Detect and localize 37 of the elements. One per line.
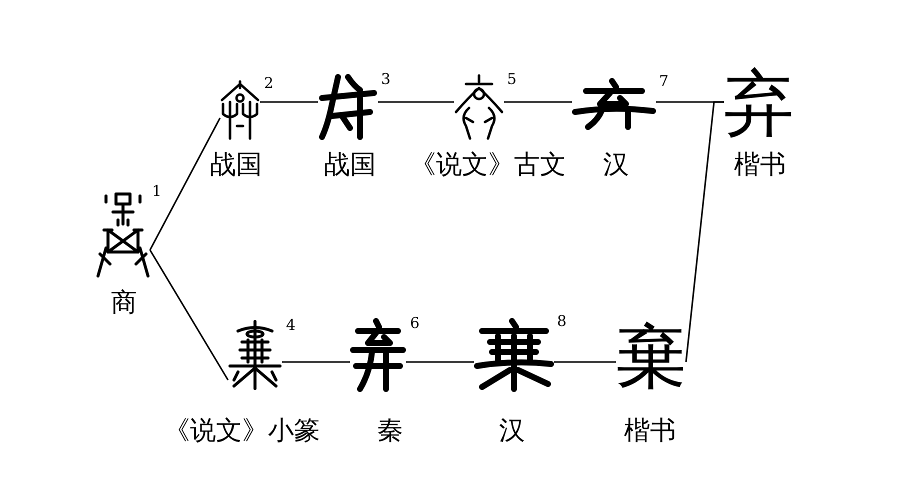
- glyph-drawing: [96, 192, 150, 278]
- glyph-drawing: [454, 74, 504, 140]
- connector-line: [378, 101, 454, 103]
- glyph-drawing: [572, 78, 656, 130]
- period-caption: 战国: [210, 152, 262, 178]
- connector-line: [504, 101, 572, 103]
- glyph-drawing: [350, 318, 406, 392]
- connector-line: [149, 250, 229, 380]
- period-caption: 楷书: [734, 152, 786, 178]
- connector-line: [260, 101, 318, 103]
- period-caption: 楷书: [624, 418, 676, 444]
- reference-number: 3: [381, 72, 391, 87]
- connector-line: [685, 101, 724, 362]
- reference-number: 2: [264, 76, 274, 91]
- period-caption: 商: [111, 290, 137, 316]
- character-text: 棄: [616, 322, 686, 392]
- period-caption: 战国: [324, 152, 376, 178]
- connector-line: [282, 361, 350, 363]
- reference-number: 5: [507, 72, 517, 87]
- reference-number: 1: [152, 184, 162, 199]
- period-caption: 《说文》古文: [410, 152, 566, 178]
- glyph-drawing: [474, 318, 554, 392]
- reference-number: 7: [659, 74, 669, 89]
- reference-number: 8: [557, 314, 567, 329]
- period-caption: 《说文》小篆: [164, 418, 320, 444]
- glyph-drawing: [318, 74, 378, 140]
- period-caption: 汉: [603, 152, 629, 178]
- reference-number: 4: [286, 318, 296, 333]
- reference-number: 6: [410, 316, 420, 331]
- glyph-drawing: [220, 80, 260, 140]
- period-caption: 秦: [377, 418, 403, 444]
- connector-line: [406, 361, 474, 363]
- period-caption: 汉: [499, 418, 525, 444]
- glyph-drawing: [228, 320, 282, 390]
- connector-line: [149, 118, 221, 250]
- connector-line: [554, 361, 616, 363]
- character-text: 弃: [724, 68, 794, 138]
